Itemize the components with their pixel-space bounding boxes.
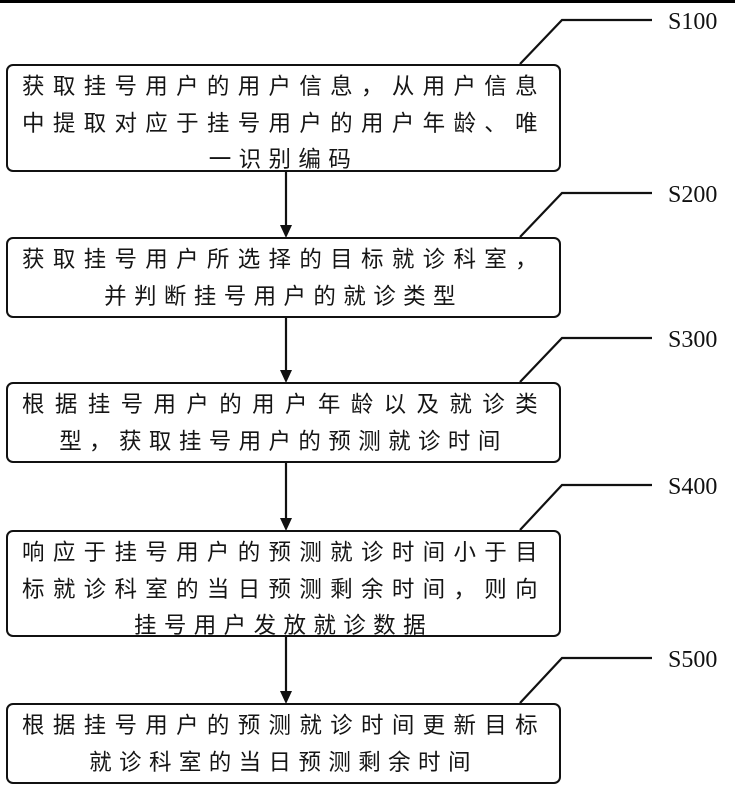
leader-line-s100 xyxy=(519,18,652,65)
step-label-s500: S500 xyxy=(668,647,718,673)
leader-line-s400 xyxy=(519,483,652,531)
step-text-s200: 获取挂号用户所选择的目标就诊科室，并判断挂号用户的就诊类型 xyxy=(22,247,545,310)
step-label-s100: S100 xyxy=(668,9,718,35)
leader-line-s500 xyxy=(519,656,652,704)
step-text-s100: 获取挂号用户的用户信息，从用户信息中提取对应于挂号用户的用户年龄、唯一识别编码 xyxy=(22,74,545,173)
step-text-s500: 根据挂号用户的预测就诊时间更新目标就诊科室的当日预测剩余时间 xyxy=(22,713,545,776)
step-box-s100: 获取挂号用户的用户信息，从用户信息中提取对应于挂号用户的用户年龄、唯一识别编码 xyxy=(6,64,561,173)
arrowhead-down-icon xyxy=(280,225,292,238)
arrowhead-down-icon xyxy=(280,691,292,704)
step-box-s200: 获取挂号用户所选择的目标就诊科室，并判断挂号用户的就诊类型 xyxy=(6,237,561,318)
step-box-s500: 根据挂号用户的预测就诊时间更新目标就诊科室的当日预测剩余时间 xyxy=(6,703,561,784)
arrowhead-down-icon xyxy=(280,518,292,531)
step-text-s400: 响应于挂号用户的预测就诊时间小于目标就诊科室的当日预测剩余时间，则向挂号用户发放… xyxy=(22,540,545,639)
top-border-bar xyxy=(0,0,735,3)
step-label-s200: S200 xyxy=(668,182,718,208)
leader-line-s300 xyxy=(519,336,652,383)
step-label-s300: S300 xyxy=(668,327,718,353)
leader-line-s200 xyxy=(519,191,652,238)
arrowhead-down-icon xyxy=(280,370,292,383)
step-label-s400: S400 xyxy=(668,474,718,500)
step-box-s300: 根据挂号用户的用户年龄以及就诊类型，获取挂号用户的预测就诊时间 xyxy=(6,382,561,463)
step-box-s400: 响应于挂号用户的预测就诊时间小于目标就诊科室的当日预测剩余时间，则向挂号用户发放… xyxy=(6,530,561,639)
step-text-s300: 根据挂号用户的用户年龄以及就诊类型，获取挂号用户的预测就诊时间 xyxy=(22,392,545,455)
